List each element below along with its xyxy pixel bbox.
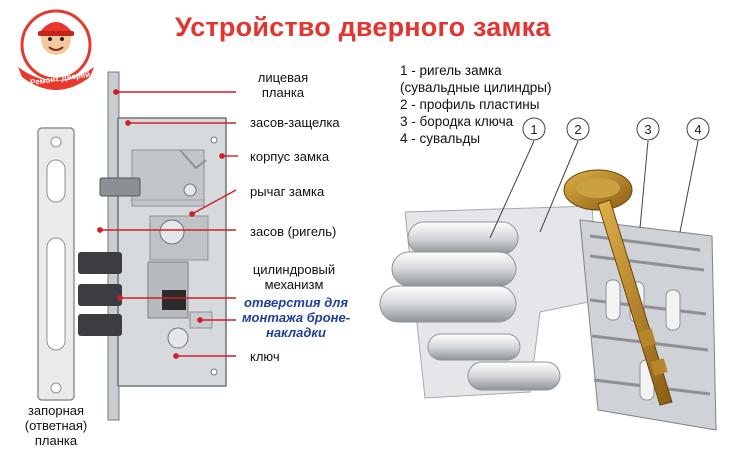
callout-label: 2	[574, 122, 581, 137]
callout-1: 1	[489, 117, 546, 239]
label-lock-lever: рычаг замка	[250, 184, 325, 199]
callout-4: 4	[679, 117, 710, 233]
legend-item: 4 - сувальды	[400, 131, 481, 146]
page-title: Устройство дверного замка	[175, 12, 551, 42]
callout-label: 4	[694, 122, 701, 137]
label-strike-plate: запорная (ответная) планка	[24, 403, 88, 448]
callout-label: 1	[530, 122, 537, 137]
strike-plate	[37, 127, 75, 401]
label-armor-holes: отверстия для монтажа броне- накладки	[241, 295, 351, 340]
label-cylinder: цилиндровый механизм	[252, 262, 336, 292]
leader-lines	[97, 89, 238, 359]
legend-item: (сувальдные цилиндры)	[400, 80, 552, 95]
legend-item: 2 - профиль пластины	[400, 97, 540, 112]
label-lock-body: корпус замка	[250, 149, 330, 164]
bolt-cylinders	[379, 221, 561, 391]
callouts: 1 2 3 4	[489, 117, 710, 239]
callout-label: 3	[644, 122, 651, 137]
deadbolt-pins	[78, 252, 122, 336]
label-key: ключ	[250, 349, 280, 364]
key-icon	[563, 169, 673, 406]
label-face-plate: лицевая планка	[257, 70, 309, 100]
lock-body	[117, 117, 227, 387]
logo-badge	[18, 9, 94, 90]
label-latch: засов-защелка	[250, 115, 340, 130]
legend-item: 3 - бородка ключа	[400, 114, 514, 129]
callout-2: 2	[539, 117, 590, 233]
latch-bolt	[99, 177, 141, 197]
legend: 1 - ригель замка (сувальдные цилиндры) 2…	[400, 62, 551, 147]
callout-3: 3	[636, 117, 660, 229]
label-bolt: засов (ригель)	[250, 224, 337, 239]
legend-item: 1 - ригель замка	[400, 63, 502, 78]
